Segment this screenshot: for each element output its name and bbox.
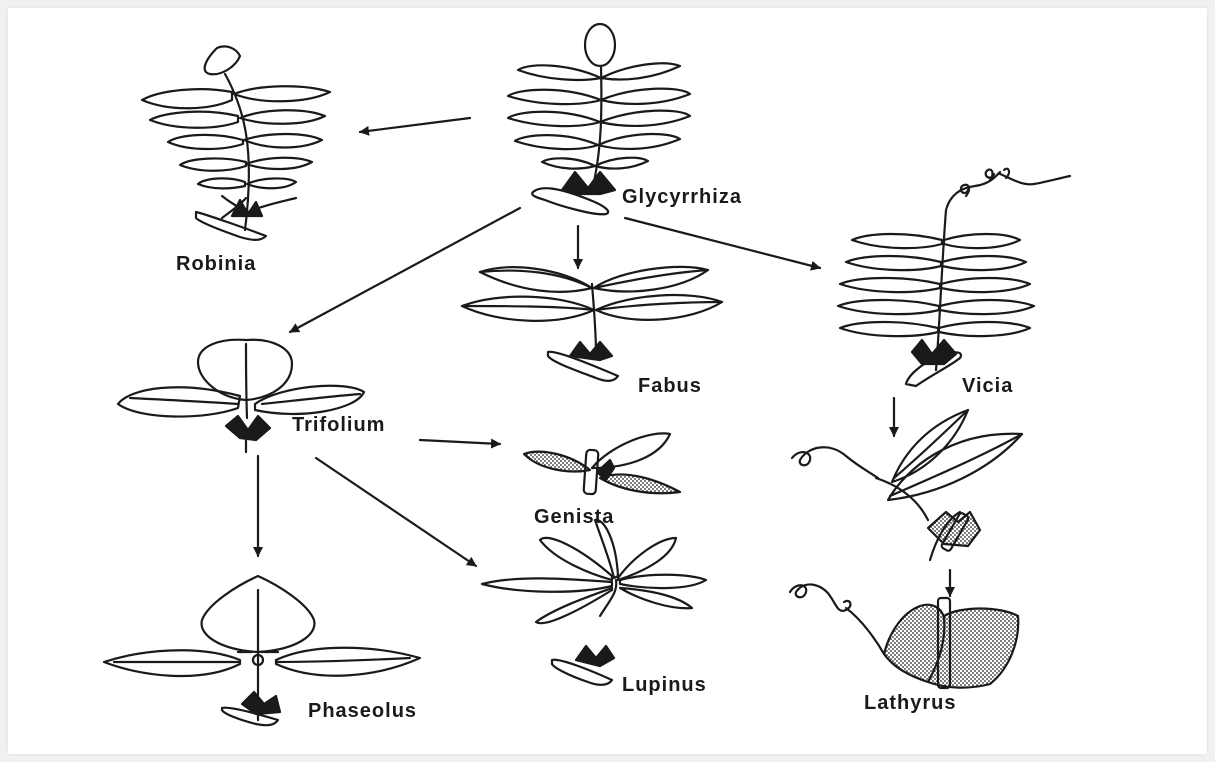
label-trifolium: Trifolium	[292, 414, 385, 437]
label-genista: Genista	[534, 506, 614, 529]
lupinus-leaf-drawing	[482, 520, 706, 685]
genista-leaf-drawing	[524, 433, 680, 494]
label-fabus: Fabus	[638, 375, 702, 398]
fabus-leaf-drawing	[462, 267, 722, 381]
label-glycyrrhiza: Glycyrrhiza	[622, 186, 742, 209]
label-lupinus: Lupinus	[622, 674, 707, 697]
lathyrus-leaf-drawing	[790, 584, 1018, 688]
vicia-leaf-drawing	[838, 169, 1070, 386]
label-robinia: Robinia	[176, 253, 256, 276]
lathyrus-intermediate-drawing	[792, 410, 1022, 560]
robinia-leaf-drawing	[142, 46, 330, 239]
label-vicia: Vicia	[962, 375, 1013, 398]
label-lathyrus: Lathyrus	[864, 692, 956, 715]
label-phaseolus: Phaseolus	[308, 700, 417, 723]
